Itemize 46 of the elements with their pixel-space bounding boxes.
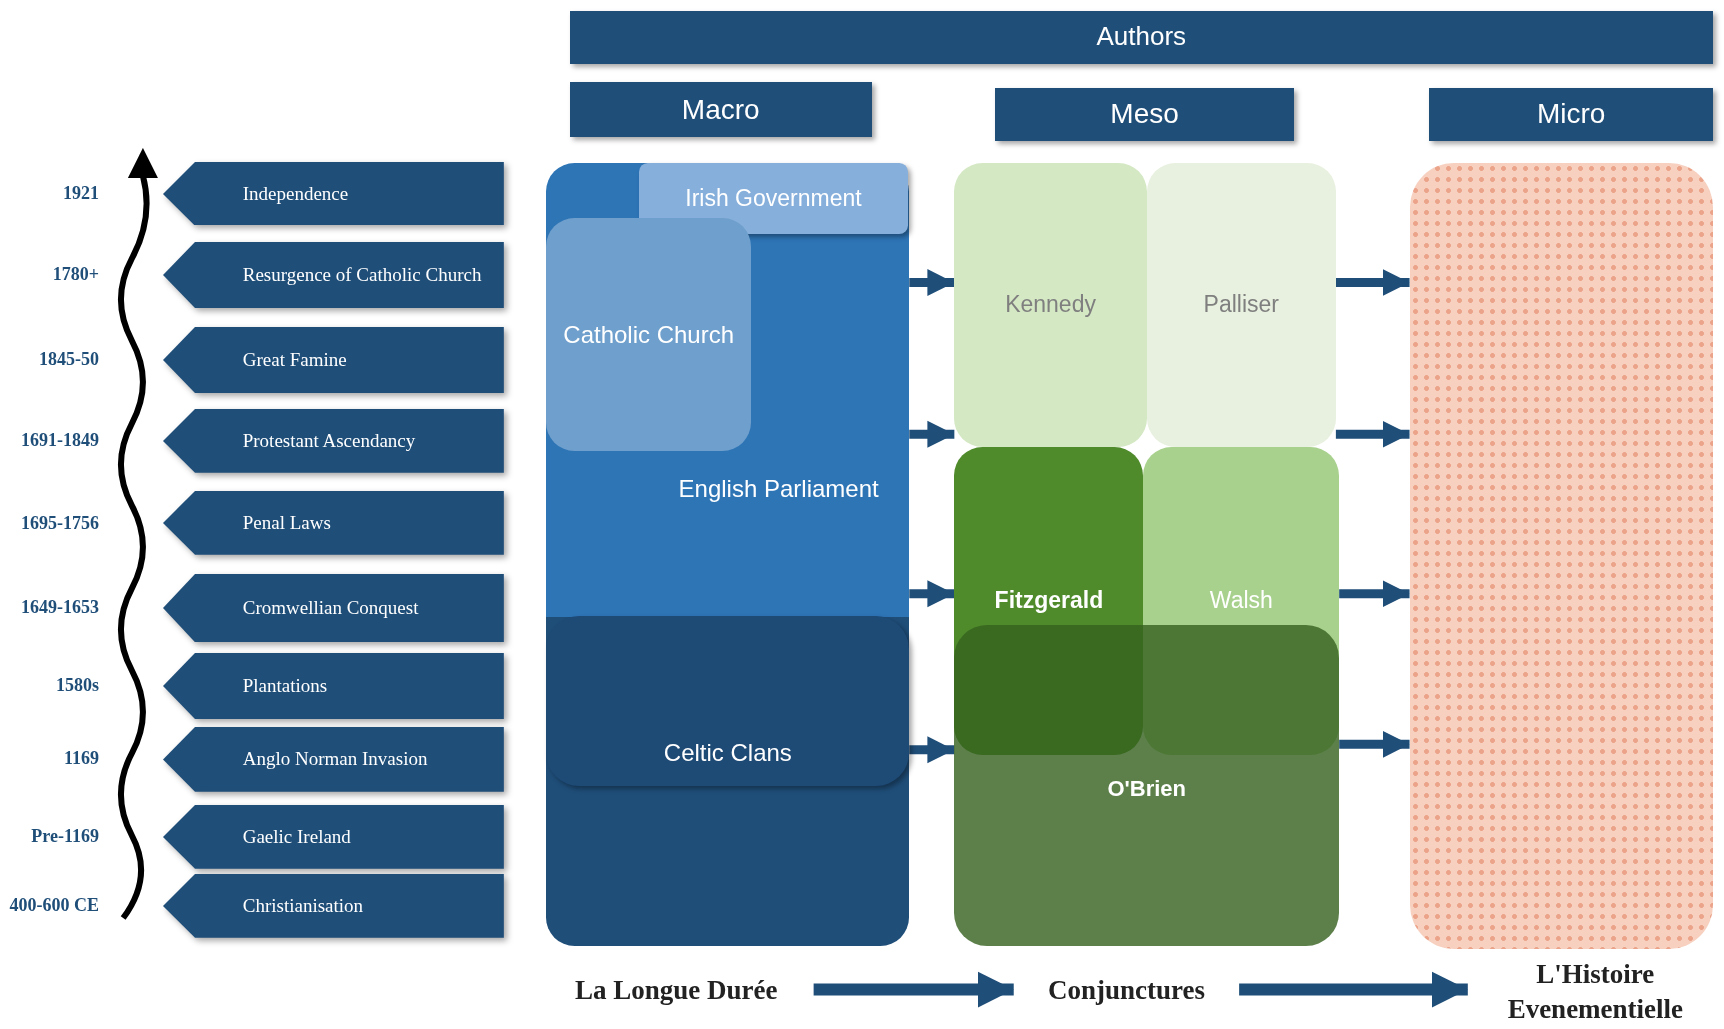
author-box: Kennedy bbox=[954, 162, 1147, 448]
event-banner: Great Famine bbox=[162, 326, 504, 393]
event-banner: Christianisation bbox=[162, 874, 504, 938]
event-banner: Independence bbox=[162, 161, 504, 226]
period-label: L'Histoire Evenementielle bbox=[1467, 952, 1723, 1029]
box-label: English Parliament bbox=[677, 473, 880, 504]
date-label: 1921 bbox=[62, 181, 99, 205]
arrow bbox=[1339, 730, 1410, 758]
event-banner: Gaelic Ireland bbox=[162, 804, 504, 869]
arrow bbox=[1239, 971, 1468, 1008]
clans-box: Celtic Clans bbox=[546, 615, 910, 787]
government-box: Irish Government bbox=[638, 162, 909, 235]
arrow bbox=[909, 736, 955, 764]
event-banner: Protestant Ascendancy bbox=[162, 409, 504, 473]
period-label: Conjunctures bbox=[1013, 967, 1240, 1014]
header-bar: Micro bbox=[1429, 87, 1713, 141]
event-banner: Resurgence of Catholic Church bbox=[162, 241, 504, 308]
author-box: O'Brien bbox=[954, 624, 1340, 946]
date-label: 1169 bbox=[63, 747, 99, 771]
date-label: 1649-1653 bbox=[20, 596, 99, 620]
event-banner: Anglo Norman Invasion bbox=[162, 726, 504, 792]
arrow bbox=[813, 971, 1014, 1008]
header-bar: Meso bbox=[995, 87, 1295, 141]
date-label: 400-600 CE bbox=[9, 894, 99, 918]
parliament-box bbox=[546, 162, 910, 946]
date-label: 1691-1849 bbox=[20, 429, 99, 453]
author-box: Palliser bbox=[1146, 162, 1336, 448]
arrow bbox=[909, 269, 955, 297]
date-label: Pre-1169 bbox=[31, 824, 99, 848]
date-label: 1580s bbox=[55, 674, 99, 698]
event-banner: Cromwellian Conquest bbox=[162, 573, 504, 643]
arrow bbox=[909, 580, 955, 608]
date-label: 1780+ bbox=[52, 263, 99, 287]
arrow bbox=[909, 420, 955, 448]
header-bar: Authors bbox=[569, 11, 1713, 64]
event-banner: Penal Laws bbox=[162, 491, 504, 556]
date-label: 1845-50 bbox=[38, 347, 99, 371]
period-label: La Longue Durée bbox=[538, 967, 814, 1014]
arrow bbox=[1335, 269, 1410, 297]
textured-box bbox=[1409, 162, 1713, 949]
arrow bbox=[1339, 580, 1410, 608]
header-bar: Macro bbox=[569, 82, 872, 138]
event-banner: Plantations bbox=[162, 653, 504, 720]
date-label: 1695-1756 bbox=[20, 511, 99, 535]
arrow bbox=[1335, 420, 1410, 448]
church-box: Catholic Church bbox=[546, 217, 751, 451]
